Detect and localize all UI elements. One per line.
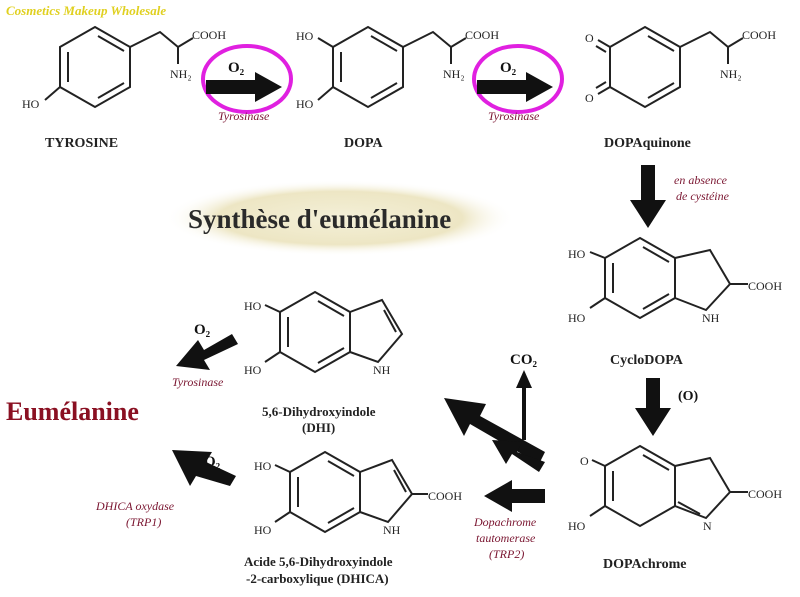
step1-enzyme: Tyrosinase <box>218 109 270 123</box>
dhi-reagent: O₂ <box>194 322 211 338</box>
arrow-chrome-dhica <box>484 480 545 512</box>
arrow-chrome-dhi-1 <box>444 398 545 464</box>
quinone-o1: O <box>585 31 594 45</box>
chrome-n: N <box>703 519 712 533</box>
step4-reagent: (O) <box>678 389 699 404</box>
cyclo-ho1: HO <box>568 247 586 261</box>
dopachrome-structure: O HO COOH N <box>568 444 782 533</box>
arrow-co2 <box>516 370 532 440</box>
tyrosine-nh2: NH₂ <box>170 67 192 81</box>
dhica-reagent: O₂ <box>204 454 221 470</box>
arrow-quinone-cyclo <box>630 165 666 228</box>
title-glow <box>165 180 515 256</box>
dhica-cooh: COOH <box>428 489 462 503</box>
dhica-nh: NH <box>383 523 401 537</box>
watermark: Cosmetics Makeup Wholesale <box>6 3 166 18</box>
dhi-enzyme: Tyrosinase <box>172 375 224 389</box>
dopa-cooh: COOH <box>465 28 499 42</box>
arrow-dopa-quinone <box>472 44 564 114</box>
quinone-nh2: NH₂ <box>720 67 742 81</box>
dopaquinone-structure: COOH NH₂ O O <box>585 25 776 109</box>
dhica-structure: HO HO COOH NH <box>254 450 462 537</box>
step-trp2-2: tautomerase <box>476 531 536 545</box>
chrome-ho: HO <box>568 519 586 533</box>
dopa-ho1: HO <box>296 29 314 43</box>
step3-note-2: de cystéine <box>676 189 730 203</box>
dhica-label-1: Acide 5,6-Dihydroxyindole <box>244 554 393 569</box>
cyclo-cooh: COOH <box>748 279 782 293</box>
step-trp2-3: (TRP2) <box>489 547 524 561</box>
tyrosine-ho: HO <box>22 97 40 111</box>
tyrosine-label: TYROSINE <box>45 136 118 151</box>
dhi-structure: HO HO NH <box>244 290 404 377</box>
arrow-cyclo-chrome <box>635 378 671 436</box>
dhi-ho1: HO <box>244 299 262 313</box>
dhica-ho1: HO <box>254 459 272 473</box>
co2-product: CO₂ <box>510 352 538 368</box>
quinone-o2: O <box>585 91 594 105</box>
diagram-title: Synthèse d'eumélanine <box>188 204 451 234</box>
cyclodopa-structure: HO HO COOH NH <box>568 236 782 325</box>
dopa-ho2: HO <box>296 97 314 111</box>
chrome-o: O <box>580 454 589 468</box>
step2-reagent: O₂ <box>500 60 517 76</box>
dhica-enzyme-2: (TRP1) <box>126 515 161 529</box>
step1-reagent: O₂ <box>228 60 245 76</box>
step3-note-1: en absence <box>674 173 728 187</box>
arrow-dhi-eum <box>176 334 238 370</box>
cyclo-nh: NH <box>702 311 720 325</box>
step-trp2-1: Dopachrome <box>473 515 537 529</box>
arrow-tyr-dopa <box>201 44 293 114</box>
cyclo-ho2: HO <box>568 311 586 325</box>
tyrosine-cooh: COOH <box>192 28 226 42</box>
dhi-nh: NH <box>373 363 391 377</box>
dopa-structure: COOH NH₂ HO HO <box>296 25 499 111</box>
dhi-label-1: 5,6-Dihydroxyindole <box>262 404 376 419</box>
dopachrome-label: DOPAchrome <box>603 557 686 572</box>
dopaquinone-label: DOPAquinone <box>604 136 691 151</box>
dhi-ho2: HO <box>244 363 262 377</box>
arrow-chrome-dhi-2 <box>492 440 545 472</box>
dhi-label-2: (DHI) <box>302 420 335 435</box>
chrome-cooh: COOH <box>748 487 782 501</box>
arrow-dhica-eum <box>172 450 236 486</box>
dhica-enzyme-1: DHICA oxydase <box>95 499 175 513</box>
product-eumelanine: Eumélanine <box>6 397 139 426</box>
quinone-cooh: COOH <box>742 28 776 42</box>
dhica-label-2: -2-carboxylique (DHICA) <box>246 571 389 586</box>
dhica-ho2: HO <box>254 523 272 537</box>
tyrosine-structure: COOH NH₂ HO <box>22 25 226 111</box>
dopa-nh2: NH₂ <box>443 67 465 81</box>
step2-enzyme: Tyrosinase <box>488 109 540 123</box>
cyclodopa-label: CycloDOPA <box>610 353 684 368</box>
dopa-label: DOPA <box>344 136 384 151</box>
